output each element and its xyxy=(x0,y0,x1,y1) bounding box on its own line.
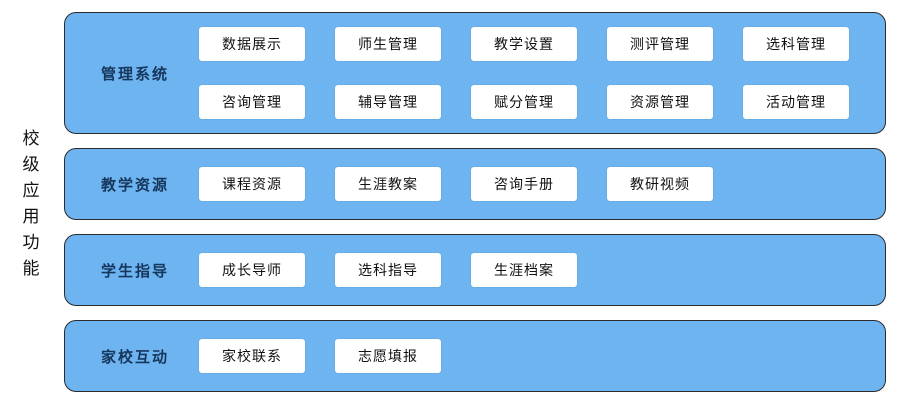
module-chip[interactable]: 资源管理 xyxy=(607,85,713,119)
module-chip[interactable]: 活动管理 xyxy=(743,85,849,119)
button-rows: 成长导师选科指导生涯档案 xyxy=(199,253,867,287)
left-axis-label: 校级应用功能 xyxy=(19,129,39,285)
button-row: 课程资源生涯教案咨询手册教研视频 xyxy=(199,167,867,201)
module-chip[interactable]: 赋分管理 xyxy=(471,85,577,119)
module-chip[interactable]: 生涯档案 xyxy=(471,253,577,287)
module-chip[interactable]: 课程资源 xyxy=(199,167,305,201)
panel-management-system: 管理系统数据展示师生管理教学设置测评管理选科管理咨询管理辅导管理赋分管理资源管理… xyxy=(64,12,886,134)
panel-label: 管理系统 xyxy=(101,65,170,83)
module-chip[interactable]: 教学设置 xyxy=(471,27,577,61)
module-chip[interactable]: 咨询管理 xyxy=(199,85,305,119)
panel-student-guidance: 学生指导 成长导师选科指导生涯档案 xyxy=(64,234,886,306)
button-row: 咨询管理辅导管理赋分管理资源管理活动管理 xyxy=(199,85,867,119)
button-row: 成长导师选科指导生涯档案 xyxy=(199,253,867,287)
module-chip[interactable]: 家校联系 xyxy=(199,339,305,373)
panel-label: 教学资源 xyxy=(101,176,170,194)
panel-label: 家校互动 xyxy=(101,348,170,366)
module-chip[interactable]: 生涯教案 xyxy=(335,167,441,201)
module-chip[interactable]: 成长导师 xyxy=(199,253,305,287)
module-chip[interactable]: 测评管理 xyxy=(607,27,713,61)
button-rows: 课程资源生涯教案咨询手册教研视频 xyxy=(199,167,867,201)
module-chip[interactable]: 选科管理 xyxy=(743,27,849,61)
panel-home-school-interaction: 家校互动 家校联系志愿填报 xyxy=(64,320,886,392)
panels-container: 管理系统数据展示师生管理教学设置测评管理选科管理咨询管理辅导管理赋分管理资源管理… xyxy=(58,0,900,414)
button-rows: 家校联系志愿填报 xyxy=(199,339,867,373)
module-chip[interactable]: 辅导管理 xyxy=(335,85,441,119)
module-chip[interactable]: 师生管理 xyxy=(335,27,441,61)
panel-label: 学生指导 xyxy=(101,262,170,280)
button-row: 数据展示师生管理教学设置测评管理选科管理 xyxy=(199,27,867,61)
module-chip[interactable]: 志愿填报 xyxy=(335,339,441,373)
button-row: 家校联系志愿填报 xyxy=(199,339,867,373)
module-chip[interactable]: 数据展示 xyxy=(199,27,305,61)
panel-teaching-resources: 教学资源 课程资源生涯教案咨询手册教研视频 xyxy=(64,148,886,220)
module-chip[interactable]: 选科指导 xyxy=(335,253,441,287)
module-chip[interactable]: 教研视频 xyxy=(607,167,713,201)
button-rows: 数据展示师生管理教学设置测评管理选科管理咨询管理辅导管理赋分管理资源管理活动管理 xyxy=(199,27,867,119)
module-chip[interactable]: 咨询手册 xyxy=(471,167,577,201)
